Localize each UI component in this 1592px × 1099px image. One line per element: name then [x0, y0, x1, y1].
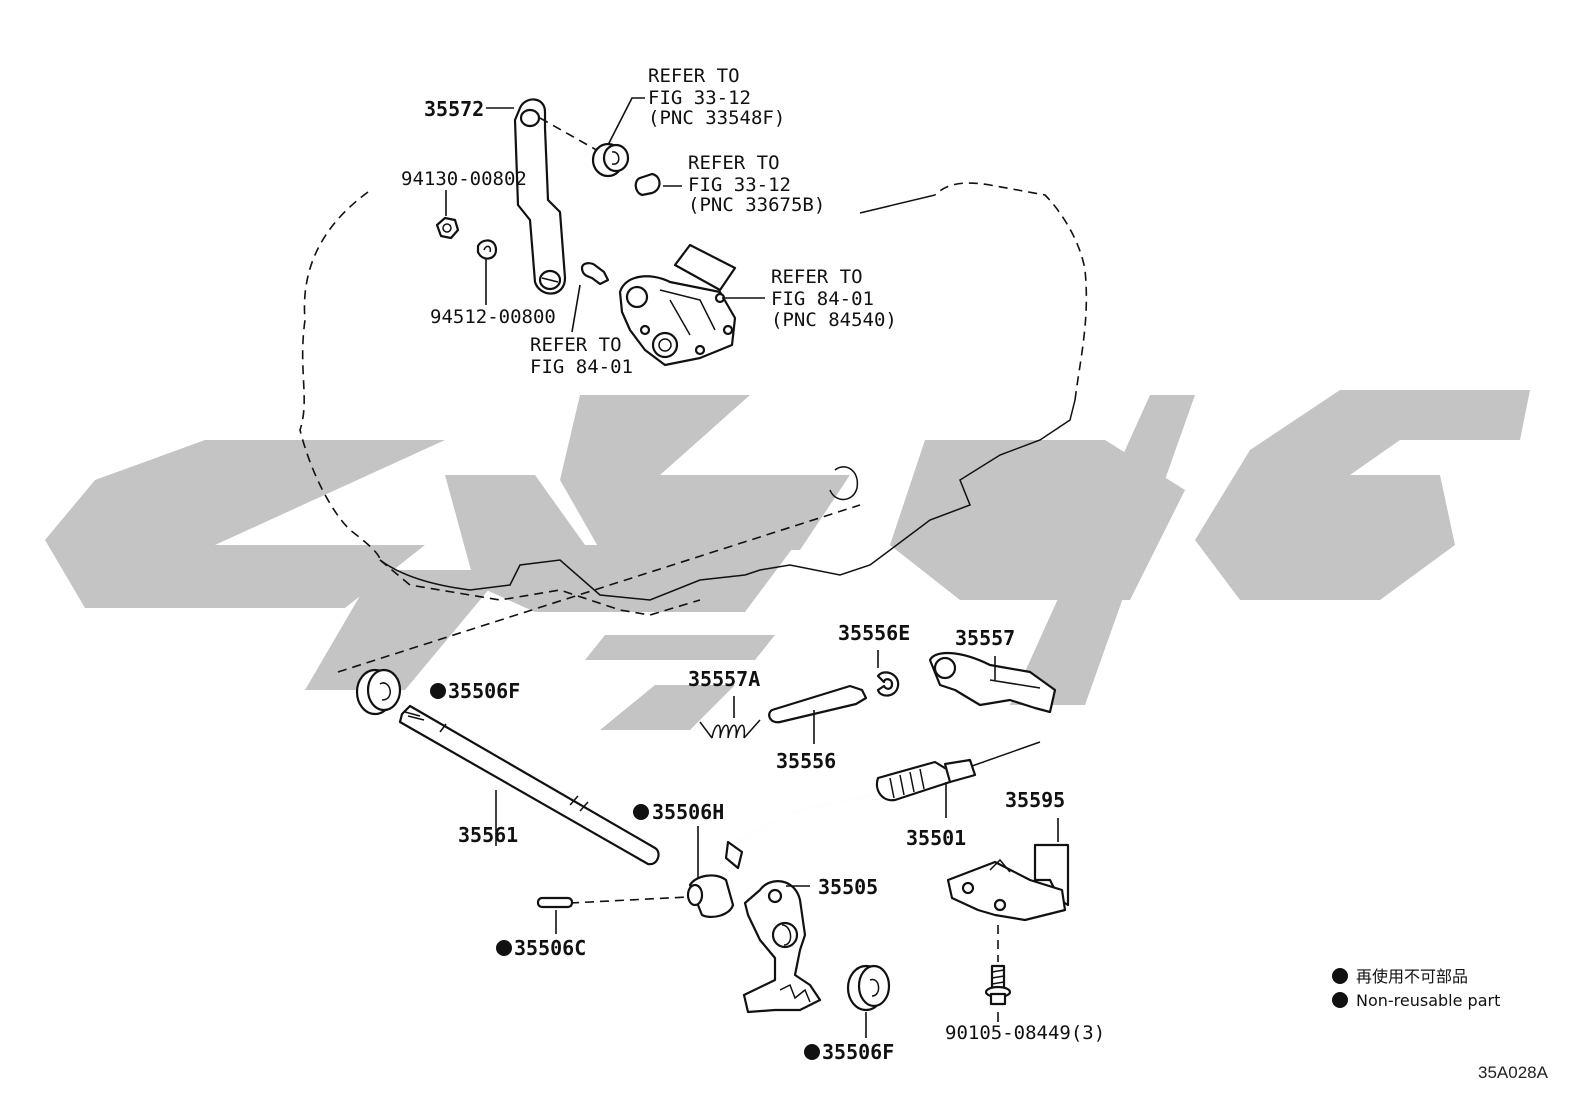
label-35595: 35595: [1005, 788, 1065, 812]
legend-item-jp: 再使用不可部品: [1356, 967, 1468, 986]
pin-35506C: [536, 896, 574, 909]
label-35561: 35561: [458, 823, 518, 847]
neutral-start-switch: [618, 243, 737, 367]
label-35556: 35556: [776, 749, 836, 773]
control-cable-35501: [724, 741, 1041, 870]
label-94512-00800: 94512-00800: [430, 306, 556, 328]
manual-valve-shaft-35561: [398, 704, 660, 866]
refer-label-mid-line1: REFER TO: [688, 152, 780, 174]
filled-circle-icon: [496, 940, 512, 956]
label-35506H: 35506H: [652, 800, 724, 824]
refer-label-bolt-line1: REFER TO: [530, 334, 622, 356]
bracket-35595: [946, 843, 1070, 922]
spring-35557A: [699, 719, 761, 739]
label-35557A: 35557A: [688, 667, 760, 691]
pin-35556: [768, 684, 868, 724]
label-35506C: 35506C: [514, 936, 586, 960]
filled-circle-icon: [1332, 968, 1348, 984]
bolt-90105: [984, 925, 1012, 1006]
label-35506F-bottom: 35506F: [822, 1040, 894, 1064]
bushing-35506H: [569, 874, 735, 919]
refer-label-mid-line3: (PNC 33675B): [688, 194, 825, 216]
diagram-code: 35A028A: [1478, 1063, 1549, 1082]
refer-label-bolt-line2: FIG 84-01: [530, 356, 633, 378]
callout-labels: 35572 94130-00802 94512-00800 REFER TO F…: [401, 65, 1105, 1064]
label-35557: 35557: [955, 626, 1015, 650]
legend-item-en: Non-reusable part: [1356, 991, 1500, 1010]
leader-lines: [445, 97, 1059, 1038]
switch-bolt: [580, 262, 610, 286]
legend: 再使用不可部品 Non-reusable part: [1332, 967, 1500, 1010]
refer-label-switch-line2: FIG 84-01: [771, 288, 874, 310]
oil-seal-33548F: [591, 142, 630, 178]
refer-label-top-line2: FIG 33-12: [648, 87, 751, 109]
washer-94512: [476, 239, 498, 260]
label-35501: 35501: [906, 826, 966, 850]
manual-valve-lever-35505: [742, 880, 822, 1014]
detent-lever-35557: [928, 651, 1057, 714]
filled-circle-icon: [633, 804, 649, 820]
refer-label-switch-line3: (PNC 84540): [771, 309, 897, 331]
oil-seal-35506F-top: [355, 668, 402, 716]
nut-94130: [435, 216, 460, 240]
transmission-case-outline: [299, 182, 1088, 673]
label-90105-08449: 90105-08449(3): [945, 1022, 1105, 1044]
refer-label-top-line3: (PNC 33548F): [648, 107, 785, 129]
label-35505: 35505: [818, 875, 878, 899]
label-35556E: 35556E: [838, 621, 910, 645]
bushing-33675B: [634, 172, 661, 197]
shift-lever-35572: [513, 98, 601, 295]
oil-seal-35506F-bottom: [846, 964, 891, 1012]
filled-circle-icon: [430, 683, 446, 699]
filled-circle-icon: [1332, 992, 1348, 1008]
refer-label-mid-line2: FIG 33-12: [688, 174, 791, 196]
refer-label-switch-line1: REFER TO: [771, 266, 863, 288]
watermark-logo: [45, 390, 1530, 730]
filled-circle-icon: [804, 1044, 820, 1060]
clip-35556E: [876, 671, 900, 697]
refer-label-top-line1: REFER TO: [648, 65, 740, 87]
label-35572: 35572: [424, 97, 484, 121]
label-35506F-top: 35506F: [448, 679, 520, 703]
label-94130-00802: 94130-00802: [401, 168, 527, 190]
